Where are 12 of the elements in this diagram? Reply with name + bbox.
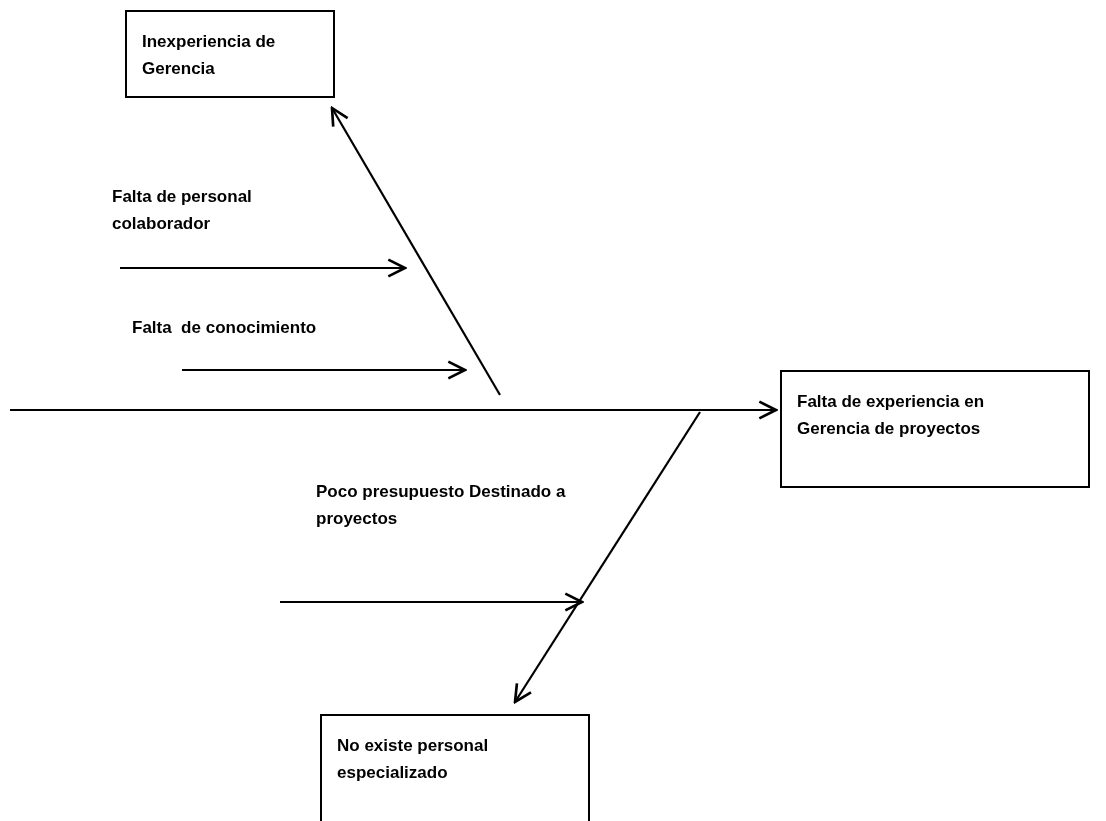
arrow	[513, 411, 701, 704]
cause-label: Falta de personal colaborador	[112, 183, 352, 238]
cause-box	[320, 714, 590, 821]
arrow	[10, 400, 778, 420]
box-text: Falta de experiencia en Gerencia de proyectos	[797, 391, 986, 441]
cause-box	[780, 370, 1090, 488]
box-text: Inexperiencia de Gerencia	[142, 31, 277, 81]
cause-label: Poco presupuesto Destinado a proyectos	[316, 478, 566, 533]
cause-box	[125, 10, 335, 98]
box-text: No existe personal especializado	[337, 735, 490, 785]
arrow	[330, 106, 501, 396]
cause-label: Falta de conocimiento	[132, 314, 422, 342]
